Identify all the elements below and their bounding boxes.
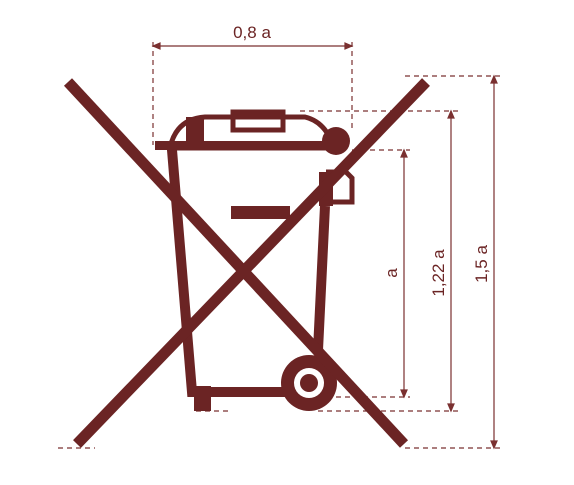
- dimension-arrows: [151, 42, 498, 450]
- height-a-label: a: [382, 268, 401, 278]
- height-15-arrow-bottom: [490, 440, 498, 450]
- cross-line-2: [73, 78, 430, 448]
- height-a-arrow-top: [400, 148, 408, 158]
- bin-body: [167, 149, 330, 397]
- lid-bar: [155, 141, 335, 150]
- height-122-arrow-bottom: [447, 403, 455, 413]
- width-arrow-left: [151, 42, 161, 50]
- width-arrow-right: [344, 42, 354, 50]
- cross-line-1: [63, 78, 409, 448]
- height-122-arrow-top: [447, 109, 455, 119]
- bin-slot: [231, 206, 290, 219]
- height-15-label: 1,5 a: [472, 245, 491, 283]
- height-122-label: 1,22 a: [429, 249, 448, 297]
- height-15-arrow-top: [490, 74, 498, 84]
- width-label: 0,8 a: [233, 23, 271, 42]
- lid-handle: [230, 109, 286, 133]
- height-a-arrow-bottom: [400, 389, 408, 399]
- bin-foot: [194, 386, 211, 411]
- lid-knob: [322, 127, 350, 155]
- cross-out-lines: [63, 78, 430, 448]
- lid-hinge-block: [186, 117, 204, 145]
- crossed-out-wheelie-bin-icon: [155, 109, 355, 411]
- wheel-hub: [300, 374, 318, 392]
